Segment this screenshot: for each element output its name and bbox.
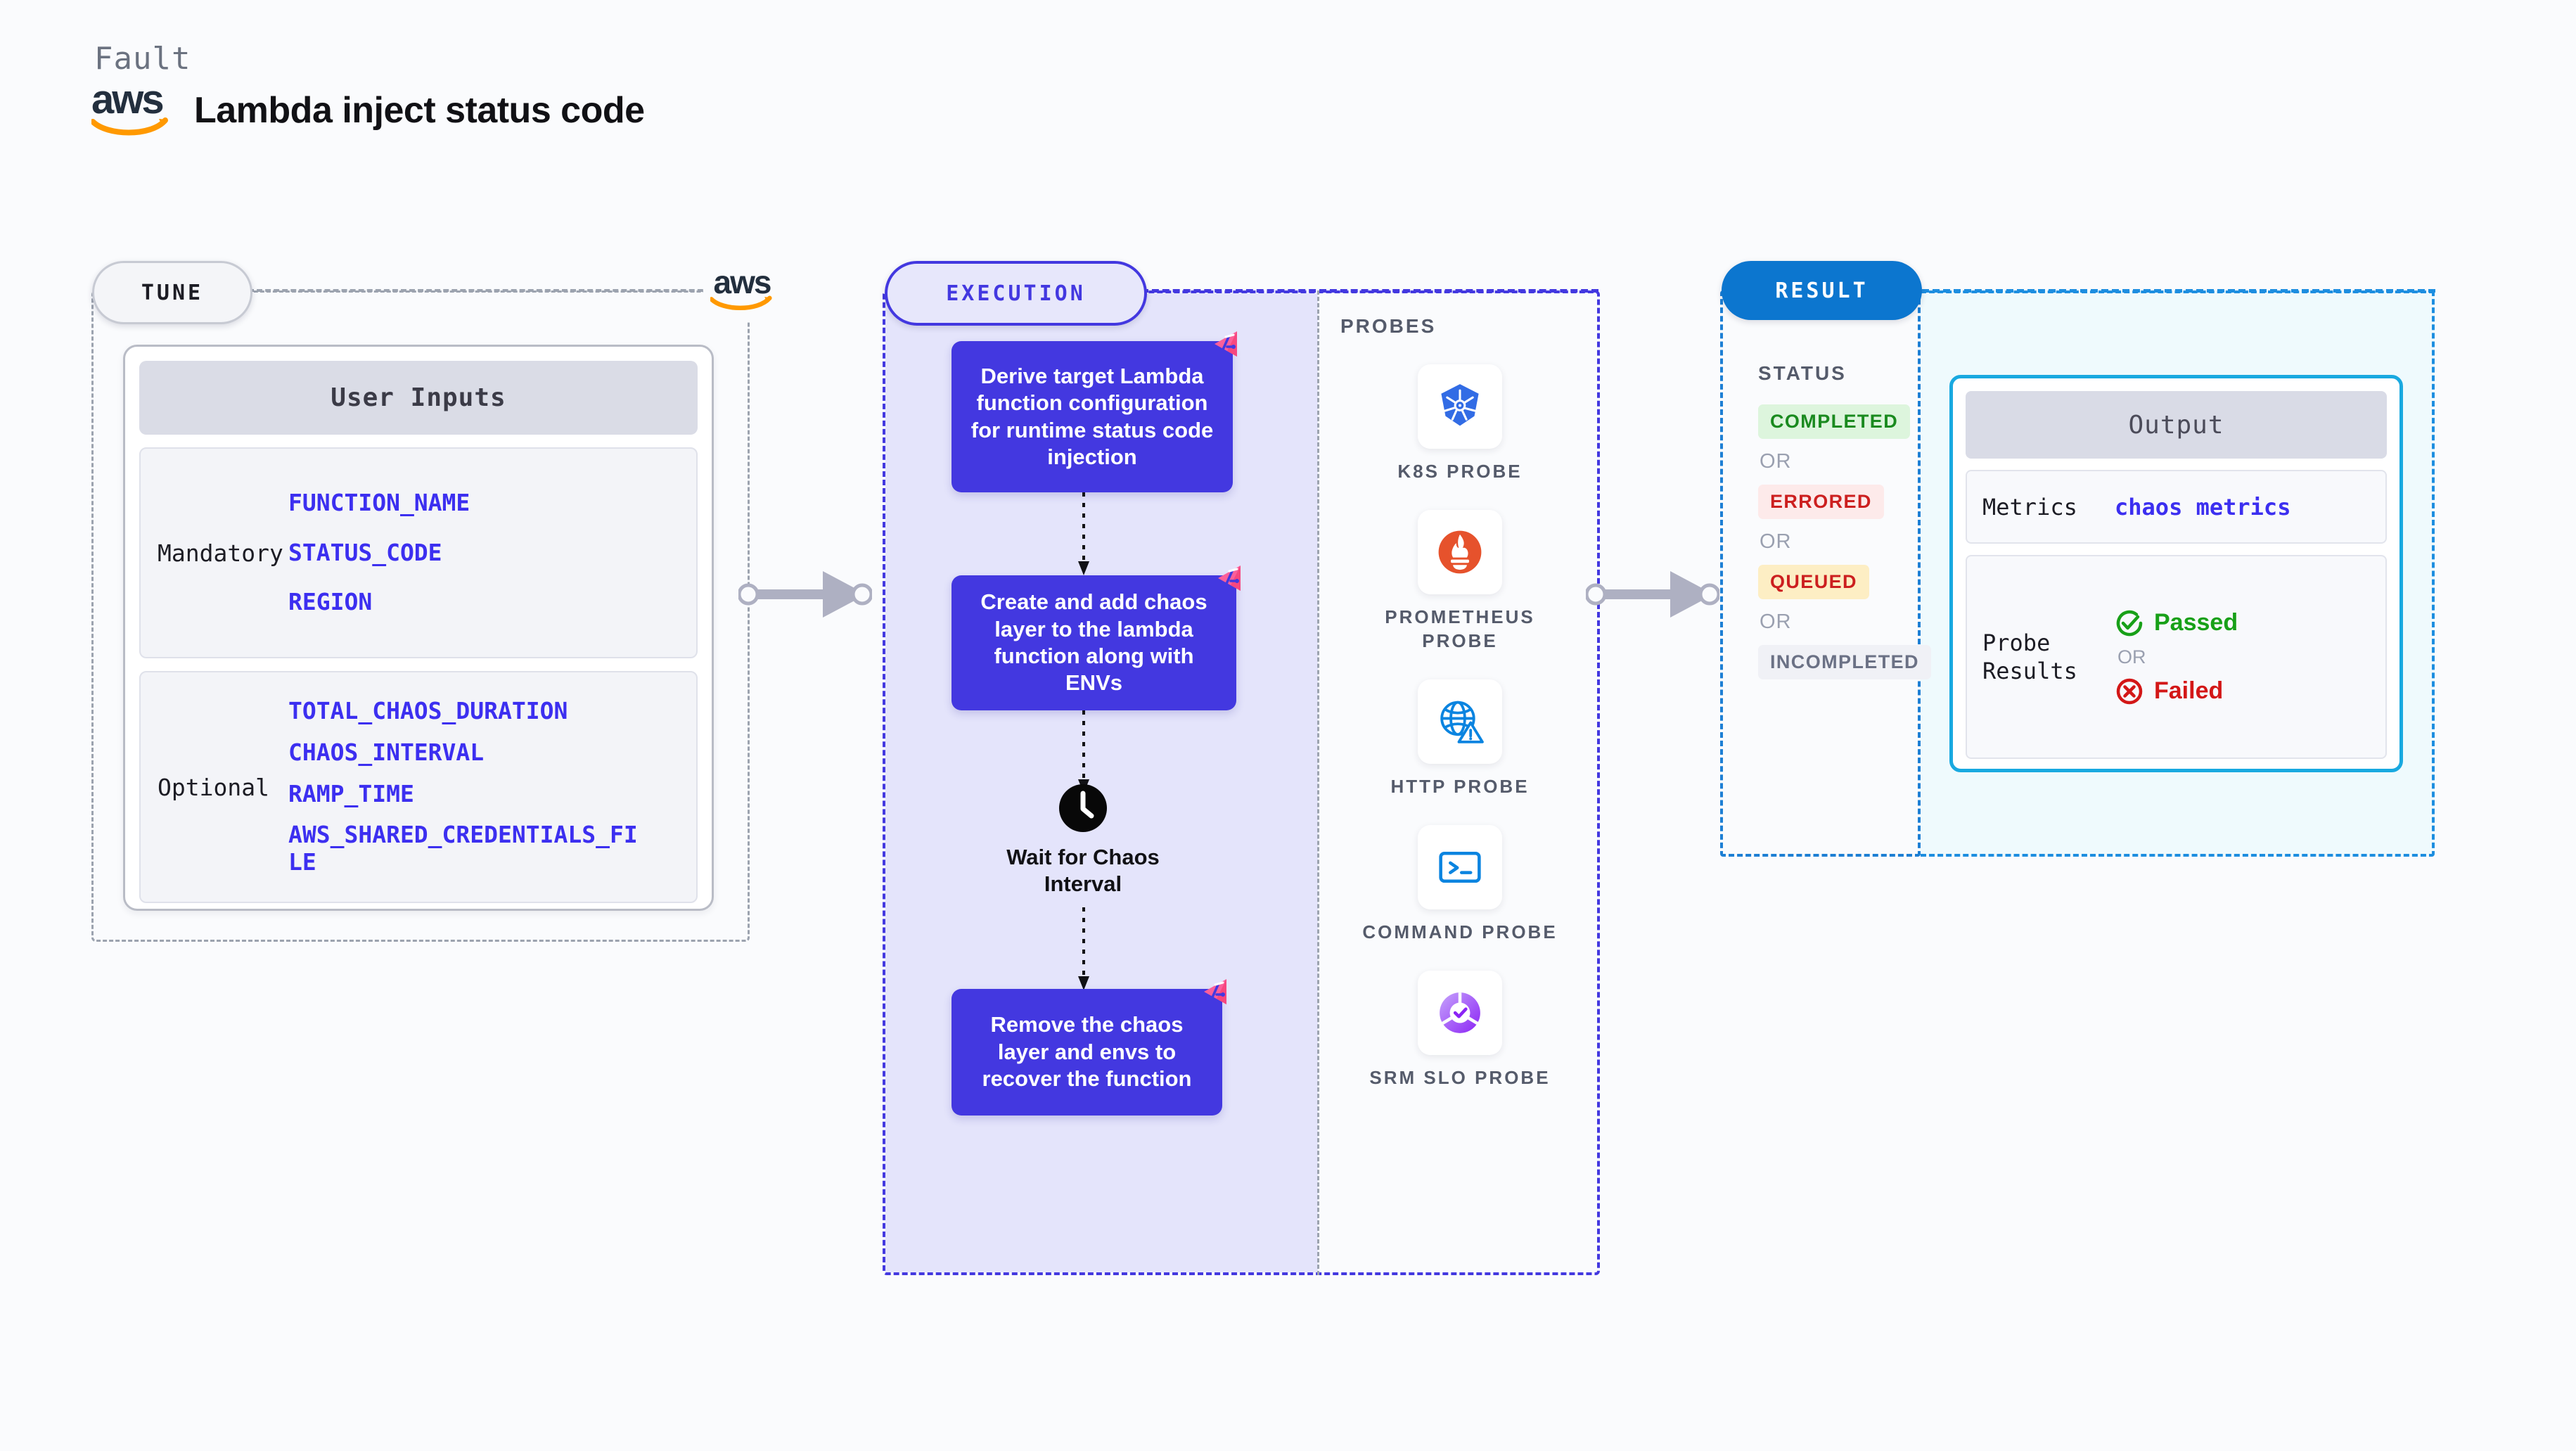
- aws-logo-badge: aws: [703, 259, 781, 321]
- kubernetes-icon: [1441, 384, 1479, 426]
- aws-smile-icon: [710, 295, 772, 311]
- status-badge-errored: ERRORED: [1758, 485, 1884, 519]
- param-group-label: Mandatory: [158, 539, 283, 567]
- status-badge-incompleted: INCOMPLETED: [1758, 645, 1931, 679]
- param-item: STATUS_CODE: [288, 538, 442, 566]
- probe-result-or: OR: [2117, 646, 2146, 667]
- execution-step-text: Derive target Lambda function configurat…: [970, 363, 1214, 469]
- tune-dashed-connector: [248, 289, 737, 292]
- status-list: COMPLETED OR ERRORED OR QUEUED OR INCOMP…: [1758, 404, 1931, 679]
- probe-item-srm-slo[interactable]: SRM SLO PROBE: [1361, 971, 1558, 1089]
- probe-item-http[interactable]: HTTP PROBE: [1361, 679, 1558, 798]
- aws-smile-icon: [91, 117, 168, 136]
- output-probe-results-key: Probe Results: [1982, 629, 2077, 684]
- probe-result-failed: Failed: [2115, 677, 2223, 706]
- param-list: TOTAL_CHAOS_DURATION CHAOS_INTERVAL RAMP…: [288, 696, 696, 877]
- flow-arrow-down: [1078, 492, 1089, 575]
- tune-section-pill[interactable]: TUNE: [92, 261, 252, 324]
- output-card: Output Metrics chaos metrics Probe Resul…: [1949, 375, 2403, 772]
- probe-failed-label: Failed: [2154, 677, 2224, 704]
- output-row-metrics: Metrics chaos metrics: [1966, 470, 2387, 544]
- probe-tile: [1418, 510, 1502, 595]
- probe-tile: [1418, 971, 1502, 1056]
- execution-step-text: Remove the chaos layer and envs to recov…: [982, 1012, 1192, 1092]
- result-dashed-connector: [1922, 289, 2435, 293]
- user-inputs-card: User Inputs Mandatory FUNCTION_NAME STAT…: [123, 345, 714, 911]
- page-title: Lambda inject status code: [194, 90, 645, 131]
- probe-passed-label: Passed: [2154, 609, 2238, 636]
- litmus-badge-icon: [1204, 979, 1226, 1004]
- user-inputs-title: User Inputs: [139, 361, 698, 435]
- probe-result-passed: Passed: [2115, 608, 2238, 638]
- status-or: OR: [1760, 611, 1792, 633]
- param-list: FUNCTION_NAME STATUS_CODE REGION: [288, 488, 696, 617]
- clock-icon: [1059, 784, 1107, 832]
- execution-step-text: Create and add chaos layer to the lambda…: [980, 589, 1207, 696]
- param-item: REGION: [288, 588, 373, 616]
- output-title: Output: [1966, 391, 2387, 459]
- execution-step-box[interactable]: Create and add chaos layer to the lambda…: [951, 565, 1241, 710]
- execution-step-box[interactable]: Derive target Lambda function configurat…: [951, 331, 1237, 492]
- probe-item-prometheus[interactable]: PROMETHEUS PROBE: [1361, 510, 1558, 653]
- execution-dashed-connector: [1141, 289, 1598, 293]
- output-probe-results-value: Passed OR Failed: [2115, 608, 2385, 706]
- probe-label: COMMAND PROBE: [1362, 921, 1558, 943]
- param-group-optional: Optional TOTAL_CHAOS_DURATION CHAOS_INTE…: [139, 671, 698, 903]
- status-title: STATUS: [1758, 362, 1847, 384]
- param-item: AWS_SHARED_CREDENTIALS_FILE: [288, 821, 638, 876]
- output-metrics-key: Metrics: [1982, 493, 2077, 520]
- param-item: CHAOS_INTERVAL: [288, 738, 485, 766]
- aws-wordmark: aws: [713, 264, 772, 300]
- probes-title: PROBES: [1340, 315, 1437, 337]
- wait-node-label: Wait for Chaos Interval: [1006, 845, 1160, 896]
- execution-step-box[interactable]: Remove the chaos layer and envs to recov…: [951, 979, 1226, 1116]
- probe-item-command[interactable]: COMMAND PROBE: [1361, 825, 1558, 944]
- flow-arrow-down: [1078, 907, 1089, 990]
- probe-label: PROMETHEUS PROBE: [1385, 606, 1535, 651]
- probe-tile: [1418, 825, 1502, 910]
- fault-kicker: Fault: [94, 41, 191, 77]
- srm-slo-icon: [1440, 992, 1480, 1034]
- output-row-probe-results: Probe Results Passed OR Failed: [1966, 555, 2387, 759]
- litmus-badge-icon: [1215, 331, 1237, 357]
- terminal-icon: [1439, 852, 1481, 883]
- probe-item-k8s[interactable]: K8S PROBE: [1361, 364, 1558, 483]
- probe-label: K8S PROBE: [1397, 461, 1523, 482]
- result-section-pill[interactable]: RESULT: [1722, 261, 1922, 320]
- aws-wordmark: aws: [91, 77, 165, 122]
- param-item: TOTAL_CHAOS_DURATION: [288, 696, 568, 724]
- execution-section-pill[interactable]: EXECUTION: [885, 261, 1147, 326]
- prometheus-icon: [1438, 530, 1482, 574]
- status-or: OR: [1760, 530, 1792, 553]
- param-item: RAMP_TIME: [288, 779, 414, 807]
- status-or: OR: [1760, 450, 1792, 473]
- connector-tune-to-execution: [738, 571, 872, 618]
- probe-tile: [1418, 679, 1502, 764]
- litmus-badge-icon: [1218, 565, 1241, 591]
- probe-tile: [1418, 364, 1502, 449]
- probe-label: SRM SLO PROBE: [1369, 1067, 1551, 1089]
- aws-logo: aws: [91, 77, 174, 137]
- status-badge-completed: COMPLETED: [1758, 404, 1911, 439]
- probe-label: HTTP PROBE: [1390, 775, 1530, 797]
- probes-column: PROBES: [1317, 290, 1598, 1275]
- param-group-label: Optional: [158, 773, 269, 801]
- probes-list: K8S PROBE PROMETHEUS PROBE: [1319, 364, 1601, 1090]
- param-group-mandatory: Mandatory FUNCTION_NAME STATUS_CODE REGI…: [139, 447, 698, 658]
- check-circle-icon: [2116, 610, 2143, 636]
- connector-execution-to-result: [1586, 571, 1719, 618]
- wait-for-chaos-interval-node: Wait for Chaos Interval: [978, 782, 1188, 897]
- http-globe-warning-icon: [1440, 701, 1484, 743]
- x-circle-icon: [2116, 678, 2143, 704]
- status-badge-queued: QUEUED: [1758, 565, 1869, 599]
- output-metrics-value: chaos metrics: [2115, 493, 2291, 520]
- param-item: FUNCTION_NAME: [288, 488, 470, 516]
- page-header: Fault aws Lambda inject status code: [91, 41, 935, 167]
